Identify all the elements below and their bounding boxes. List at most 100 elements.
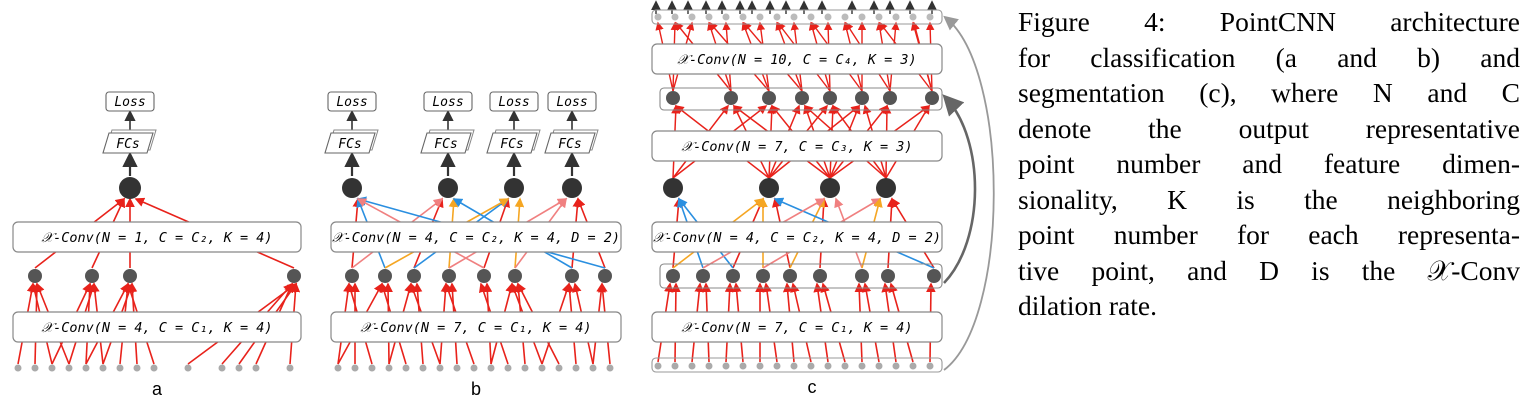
representative-point <box>287 269 301 283</box>
input-point <box>286 364 294 372</box>
xconv-label: 𝒳-Conv(N = 4, C = C₁, K = 4) <box>41 320 272 336</box>
input-point <box>688 362 696 370</box>
xconv-label: 𝒳-Conv(N = 4, C = C₂, K = 4, D = 2) <box>653 230 941 246</box>
fcs-box <box>486 132 538 154</box>
xconv-label: 𝒳-Conv(N = 10, C = C₄, K = 3) <box>677 52 916 68</box>
output-point <box>824 13 832 21</box>
output-point <box>790 13 798 21</box>
output-point <box>119 177 141 199</box>
input-point <box>790 362 798 370</box>
input-point <box>82 364 90 372</box>
skip-frame <box>651 9 943 25</box>
input-point <box>875 362 883 370</box>
loss-box <box>105 91 155 112</box>
input-point <box>926 362 934 370</box>
representative-point <box>123 269 137 283</box>
panel-label: c <box>808 377 817 397</box>
output-point <box>671 13 679 21</box>
fcs-box <box>420 132 472 154</box>
caption-line: tive point, and D is the 𝒳-Conv <box>1018 254 1520 286</box>
panel-label: a <box>152 379 163 399</box>
xconv-label: 𝒳-Conv(N = 7, C = C₃, K = 3) <box>681 139 912 155</box>
input-point <box>31 364 39 372</box>
representative-point <box>565 269 579 283</box>
input-point <box>453 364 461 372</box>
input-point <box>521 364 529 372</box>
xconv-label: 𝒳-Conv(N = 7, C = C₁, K = 4) <box>681 320 912 336</box>
representative-point <box>883 91 897 105</box>
input-point <box>133 364 141 372</box>
xconv-box-b-top <box>330 221 622 253</box>
input-point <box>739 362 747 370</box>
input-point <box>555 364 563 372</box>
representative-point <box>378 269 392 283</box>
caption-line: point number and feature dimen- <box>1018 148 1520 179</box>
input-point <box>572 364 580 372</box>
representative-point <box>756 269 770 283</box>
representative-point <box>666 91 680 105</box>
output-point <box>773 13 781 21</box>
figure-caption: Figure 4: PointCNN architecture for clas… <box>1018 4 1520 324</box>
caption-line: segmentation (c), where N and C <box>1018 77 1520 108</box>
representative-point <box>696 269 710 283</box>
representative-point <box>85 269 99 283</box>
representative-point <box>759 178 779 198</box>
xconv-box-a-top <box>12 221 302 253</box>
input-point <box>705 362 713 370</box>
caption-line: denote the output representative <box>1018 112 1520 144</box>
representative-point <box>925 91 939 105</box>
input-point <box>892 362 900 370</box>
output-point <box>654 13 662 21</box>
output-point <box>562 178 582 198</box>
xconv-label: 𝒳-Conv(N = 7, C = C₁, K = 4) <box>360 320 591 336</box>
output-point <box>739 13 747 21</box>
output-point <box>858 13 866 21</box>
representative-point <box>855 91 869 105</box>
loss-label: Loss <box>498 95 529 110</box>
panel-label: b <box>471 379 481 399</box>
skip-frame <box>659 87 943 111</box>
input-point <box>419 364 427 372</box>
loss-box <box>489 91 539 112</box>
input-point <box>351 364 359 372</box>
representative-point <box>666 269 680 283</box>
input-point <box>252 364 260 372</box>
representative-point <box>442 269 456 283</box>
output-point <box>688 13 696 21</box>
input-point <box>756 362 764 370</box>
input-point <box>436 364 444 372</box>
loss-box <box>547 91 597 112</box>
representative-point <box>724 91 738 105</box>
input-point <box>858 362 866 370</box>
fcs-box <box>544 132 596 154</box>
input-point <box>184 364 192 372</box>
representative-point <box>823 91 837 105</box>
representative-point <box>813 269 827 283</box>
caption-line: for classification (a and b) and <box>1018 41 1520 73</box>
input-point <box>824 362 832 370</box>
fcs-box <box>324 132 376 154</box>
caption-line: dilation rate. <box>1018 290 1157 321</box>
input-point <box>589 364 597 372</box>
loss-label: Loss <box>556 95 587 110</box>
output-point <box>705 13 713 21</box>
input-point <box>402 364 410 372</box>
output-point <box>892 13 900 21</box>
representative-point <box>820 178 840 198</box>
input-point <box>235 364 243 372</box>
output-point <box>841 13 849 21</box>
output-point <box>909 13 917 21</box>
input-point <box>487 364 495 372</box>
representative-point <box>663 178 683 198</box>
caption-line: Figure 4: PointCNN architecture <box>1018 6 1520 37</box>
output-point <box>926 13 934 21</box>
xconv-box-c-4 <box>651 43 943 75</box>
skip-connection <box>943 15 995 371</box>
representative-point <box>477 269 491 283</box>
input-point <box>773 362 781 370</box>
output-point <box>504 178 524 198</box>
input-point <box>909 362 917 370</box>
caption-line: sionality, K is the neighboring <box>1018 183 1520 215</box>
skip-frame <box>651 357 943 373</box>
caption-line: point number for each representa- <box>1018 219 1520 250</box>
